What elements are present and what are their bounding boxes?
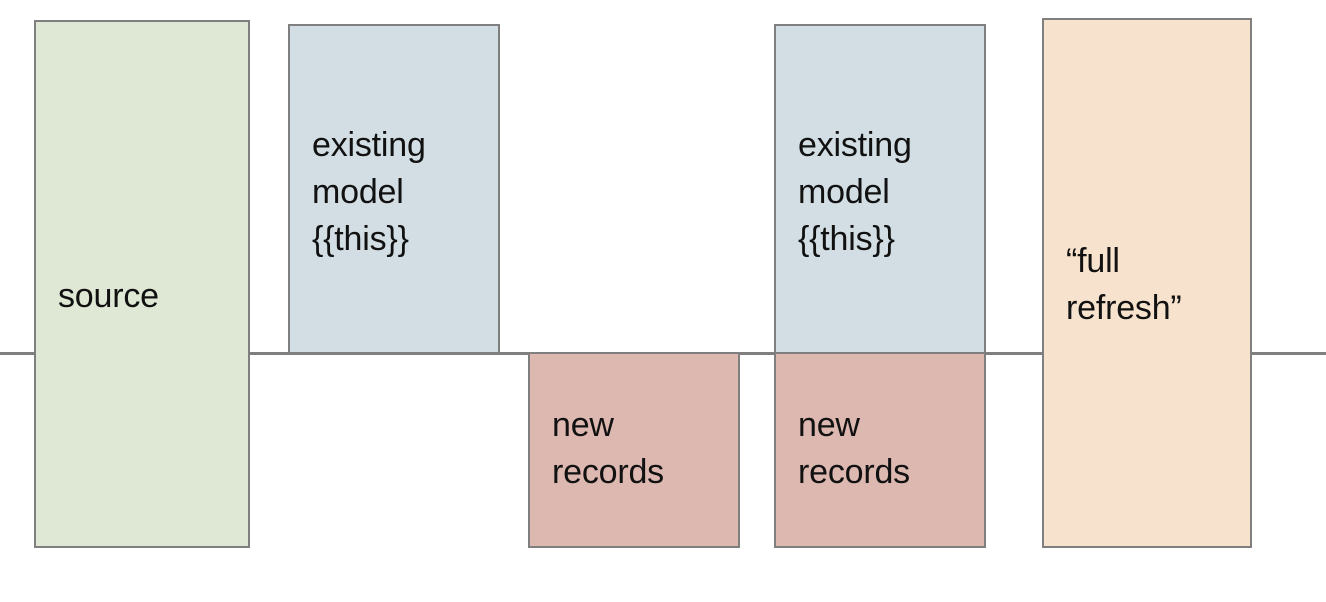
node-full-refresh-label: “full refresh” xyxy=(1066,242,1182,327)
node-new-records-1[interactable]: new records xyxy=(528,352,740,548)
node-existing-model-2[interactable]: existing model {{this}} xyxy=(774,24,986,354)
node-source[interactable]: source xyxy=(34,20,250,548)
node-full-refresh[interactable]: “full refresh” xyxy=(1042,18,1252,548)
node-new-records-2[interactable]: new records xyxy=(774,352,986,548)
node-source-label: source xyxy=(58,276,159,315)
node-new-records-1-label: new records xyxy=(552,406,664,491)
node-new-records-2-label: new records xyxy=(798,406,910,491)
node-existing-model-2-label: existing model {{this}} xyxy=(798,126,912,258)
node-existing-model-1[interactable]: existing model {{this}} xyxy=(288,24,500,354)
node-existing-model-1-label: existing model {{this}} xyxy=(312,126,426,258)
